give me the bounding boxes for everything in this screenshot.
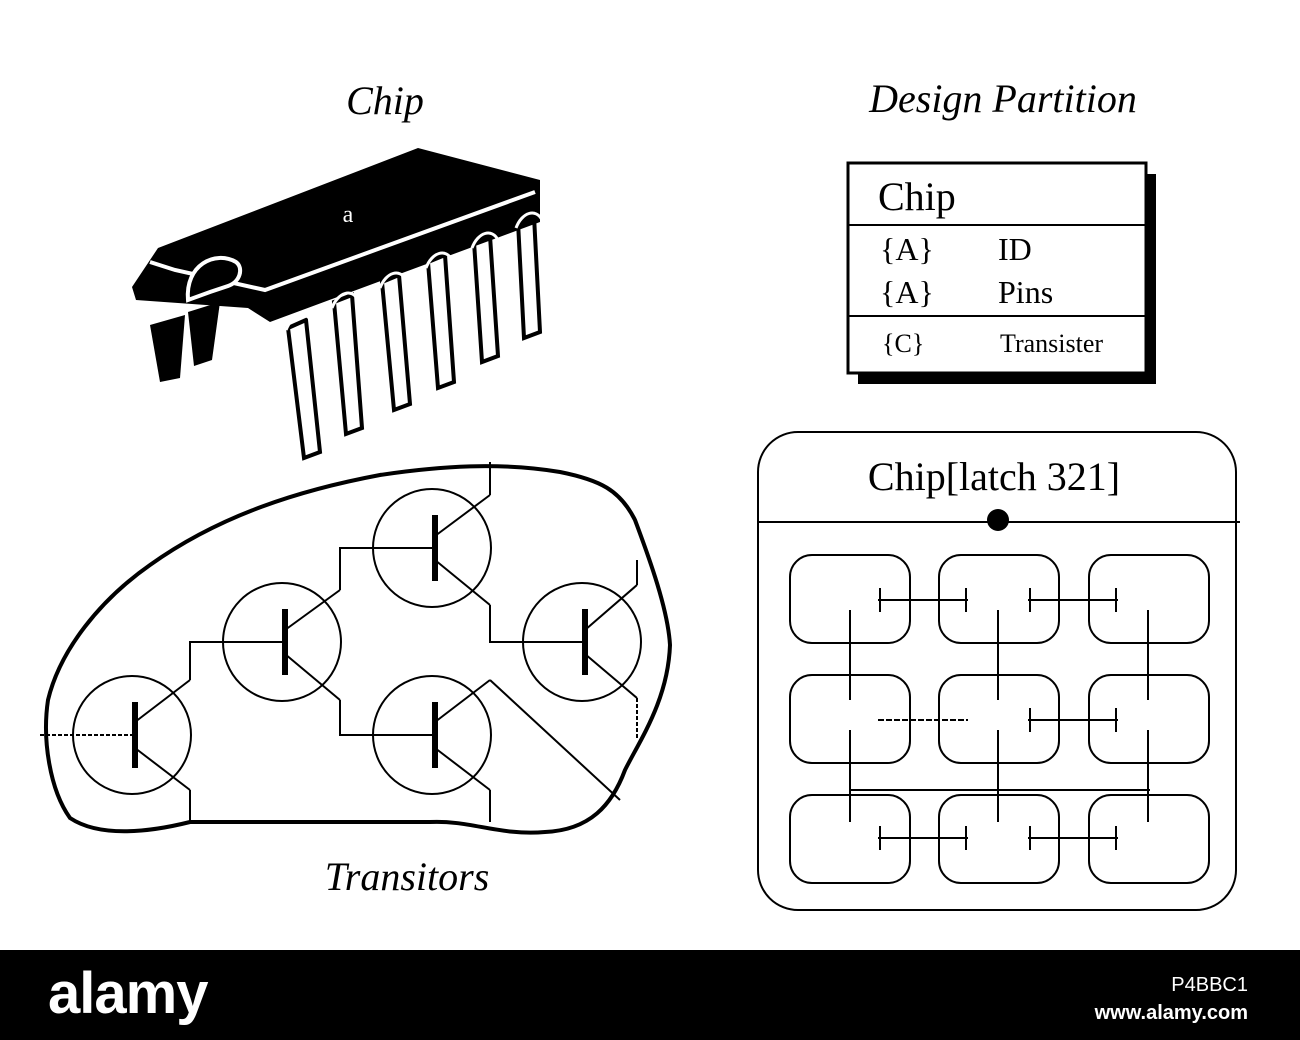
chip-icon: a	[132, 148, 544, 461]
brand-logo: alamy	[48, 961, 208, 1026]
image-code: P4BBC1	[1171, 974, 1248, 996]
transistor-schematic	[40, 462, 673, 835]
attribute-label: Pins	[998, 274, 1053, 310]
transistors-title: Transitors	[325, 854, 490, 899]
site-url: www.alamy.com	[1094, 1002, 1248, 1024]
attribute-tag: {A}	[880, 274, 934, 310]
partition-title: Design Partition	[868, 76, 1137, 121]
class-name: Chip	[878, 174, 956, 219]
watermark-footer: alamy P4BBC1 www.alamy.com	[0, 950, 1300, 1040]
diagram-canvas: Chip a Design Part	[40, 76, 1240, 911]
latch-port	[987, 509, 1009, 531]
component-label: Transister	[1000, 329, 1103, 358]
chip-title: Chip	[346, 78, 424, 123]
chip-watermark: a	[343, 202, 354, 228]
latch-title: Chip[latch 321]	[868, 454, 1120, 499]
attribute-tag: {A}	[880, 231, 934, 267]
component-tag: {C}	[882, 329, 924, 358]
latch-diagram	[757, 431, 1240, 911]
latch-frame	[757, 431, 1237, 911]
attribute-label: ID	[998, 231, 1032, 267]
uml-class-box: Chip {A} ID {A} Pins {C} Transister	[846, 161, 1156, 384]
transistor-boundary	[44, 464, 673, 835]
